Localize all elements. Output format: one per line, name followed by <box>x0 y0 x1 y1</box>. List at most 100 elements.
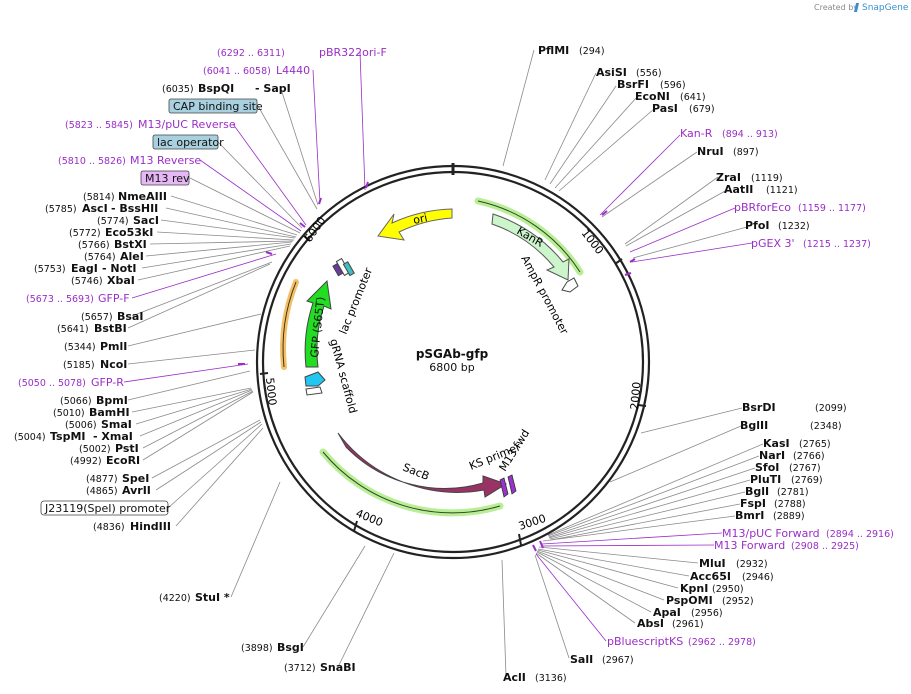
primer-pbluescriptks[interactable]: pBluescriptKS <box>607 635 683 648</box>
enzyme-fspi[interactable]: FspI <box>740 497 766 510</box>
primer-kan-r[interactable]: Kan-R <box>680 127 713 140</box>
enzyme-aatii[interactable]: AatII <box>724 183 753 196</box>
feature-box-lac-operator[interactable]: lac operator <box>152 134 224 150</box>
enzyme-sfoi[interactable]: SfoI <box>755 461 779 474</box>
primer-gfp-r[interactable]: GFP-R <box>91 376 124 389</box>
pos-nrui: (897) <box>733 147 759 158</box>
enzyme-snabi[interactable]: SnaBI <box>320 661 356 674</box>
enzyme-asisi[interactable]: AsiSI <box>596 66 627 79</box>
tick-label-6000: 6000 <box>302 214 329 244</box>
pos-eco53ki: (5772) <box>69 228 101 239</box>
enzyme-saci[interactable]: SacI <box>133 214 159 227</box>
enzyme-drui[interactable]: NruI <box>697 145 724 158</box>
enzyme-apai[interactable]: ApaI <box>653 606 681 619</box>
primer-l4440[interactable]: L4440 <box>276 64 310 77</box>
pos-pspomi: (2952) <box>722 596 754 607</box>
enzyme-xbai[interactable]: XbaI <box>107 274 135 287</box>
enzyme-smai[interactable]: SmaI <box>101 418 132 431</box>
enzyme-acli[interactable]: AclI <box>503 671 526 684</box>
feature-box-m13-rev[interactable]: M13 rev <box>140 170 190 186</box>
enzyme-bsshii[interactable]: - BssHII <box>111 202 158 215</box>
enzyme-pluti[interactable]: PluTI <box>750 473 781 486</box>
pos-pasi: (679) <box>689 104 715 115</box>
pos-bglii: (2348) <box>810 421 842 432</box>
enzyme-bmri[interactable]: BmrI <box>735 509 764 522</box>
pos-bpmi: (5066) <box>60 396 92 407</box>
enzyme-bspqi[interactable]: BspQI <box>198 82 234 95</box>
feature-gfp[interactable]: GFP (S65T) <box>280 279 332 370</box>
enzyme-psti[interactable]: PstI <box>115 442 139 455</box>
enzyme-bamhi[interactable]: BamHI <box>89 406 130 419</box>
enzyme-noti[interactable]: - NotI <box>102 262 137 275</box>
feature-label-grna-scaffold: gRNA scaffold <box>327 337 359 414</box>
enzyme-kpni[interactable]: KpnI <box>680 582 708 595</box>
feature-label-ori: ori <box>412 211 429 227</box>
feature-kanr[interactable]: KanR <box>474 197 584 281</box>
enzyme-bgli[interactable]: BglI <box>745 485 769 498</box>
primer-pbr322ori-f[interactable]: pBR322ori-F <box>319 46 387 59</box>
enzyme-sali[interactable]: SalI <box>570 653 593 666</box>
enzyme-bsai[interactable]: BsaI <box>117 310 143 323</box>
enzyme-tspmi[interactable]: TspMI <box>50 430 86 443</box>
enzyme-pspomi[interactable]: PspOMI <box>666 594 713 607</box>
pos-mlui: (2932) <box>736 559 768 570</box>
primer-pgex-3[interactable]: pGEX 3' <box>751 237 795 250</box>
feature-label-gfp: GFP (S65T) <box>308 296 327 358</box>
enzyme-kasi[interactable]: KasI <box>763 437 790 450</box>
enzyme-pasi[interactable]: PasI <box>652 102 678 115</box>
pos-nari: (2766) <box>793 451 825 462</box>
feature-box-j23119-promoter[interactable]: J23119(SpeI) promoter <box>40 500 171 516</box>
enzyme-avrii[interactable]: AvrII <box>122 484 151 497</box>
enzyme-pmli[interactable]: PmlI <box>100 340 127 353</box>
primer-m13-reverse[interactable]: M13 Reverse <box>130 154 201 167</box>
pos-gfp-r: (5050 .. 5078) <box>18 378 86 389</box>
feature-box-cap-binding-site[interactable]: CAP binding site <box>168 98 263 114</box>
enzyme-ecori[interactable]: EcoRI <box>106 454 140 467</box>
enzyme-bpmi[interactable]: BpmI <box>96 394 128 407</box>
enzyme-mlui[interactable]: MluI <box>699 557 726 570</box>
pos-pmli: (5344) <box>64 342 96 353</box>
pos-alei: (5764) <box>84 252 116 263</box>
enzyme-bstxi[interactable]: BstXI <box>114 238 147 251</box>
pos-aatii: (1121) <box>766 185 798 196</box>
enzyme-pflmi[interactable]: PflMI <box>538 44 569 57</box>
pos-zrai: (1119) <box>751 173 783 184</box>
pos-asci: (5785) <box>45 204 77 215</box>
pos-pbluescriptks: (2962 .. 2978) <box>688 637 756 648</box>
feature-lac-promoter[interactable]: lac promoter <box>332 257 375 337</box>
primer-m13-forward[interactable]: M13 Forward <box>714 539 785 552</box>
enzyme-spei[interactable]: SpeI <box>122 472 149 485</box>
enzyme-bglii[interactable]: BglII <box>740 419 768 432</box>
enzyme-acc65i[interactable]: Acc65I <box>690 570 731 583</box>
enzyme-bsgi[interactable]: BsgI <box>277 641 304 654</box>
feature-sacb[interactable]: SacB <box>319 432 508 517</box>
tick-label-2000: 2000 <box>628 381 643 410</box>
enzyme-bsrfi[interactable]: BsrFI <box>617 78 649 91</box>
enzyme-econi[interactable]: EcoNI <box>635 90 670 103</box>
primer-gfp-f[interactable]: GFP-F <box>98 292 130 305</box>
enzyme-eagi[interactable]: EagI <box>71 262 98 275</box>
enzyme-stui[interactable]: StuI * <box>195 591 230 604</box>
enzyme-hindiii[interactable]: HindIII <box>130 520 171 533</box>
primer-m13-puc-forward[interactable]: M13/pUC Forward <box>722 527 820 540</box>
snapgene-logo-icon <box>854 3 859 12</box>
enzyme-bstbi[interactable]: BstBI <box>94 322 127 335</box>
primer-pbrforeco[interactable]: pBRforEco <box>734 201 791 214</box>
enzyme-pfoi[interactable]: PfoI <box>745 219 770 232</box>
enzyme-zrai[interactable]: ZraI <box>716 171 741 184</box>
enzyme-asci[interactable]: AscI <box>82 202 108 215</box>
enzyme-absi[interactable]: AbsI <box>637 617 664 630</box>
primer-m13-puc-reverse[interactable]: M13/pUC Reverse <box>138 118 236 131</box>
enzyme-alei[interactable]: AleI <box>120 250 144 263</box>
enzyme-nari[interactable]: NarI <box>759 449 785 462</box>
enzyme-xmai[interactable]: - XmaI <box>93 430 133 443</box>
pos-bamhi: (5010) <box>53 408 85 419</box>
enzyme-sapi[interactable]: - SapI <box>255 82 291 95</box>
feature-ori[interactable]: ori <box>377 208 453 241</box>
enzyme-nmeaiii[interactable]: NmeAIII <box>118 190 167 203</box>
enzyme-ncoi[interactable]: NcoI <box>100 358 127 371</box>
enzyme-bsrdi[interactable]: BsrDI <box>742 401 776 414</box>
enzyme-eco53ki[interactable]: Eco53kI <box>105 226 153 239</box>
label-connectors <box>123 49 764 677</box>
